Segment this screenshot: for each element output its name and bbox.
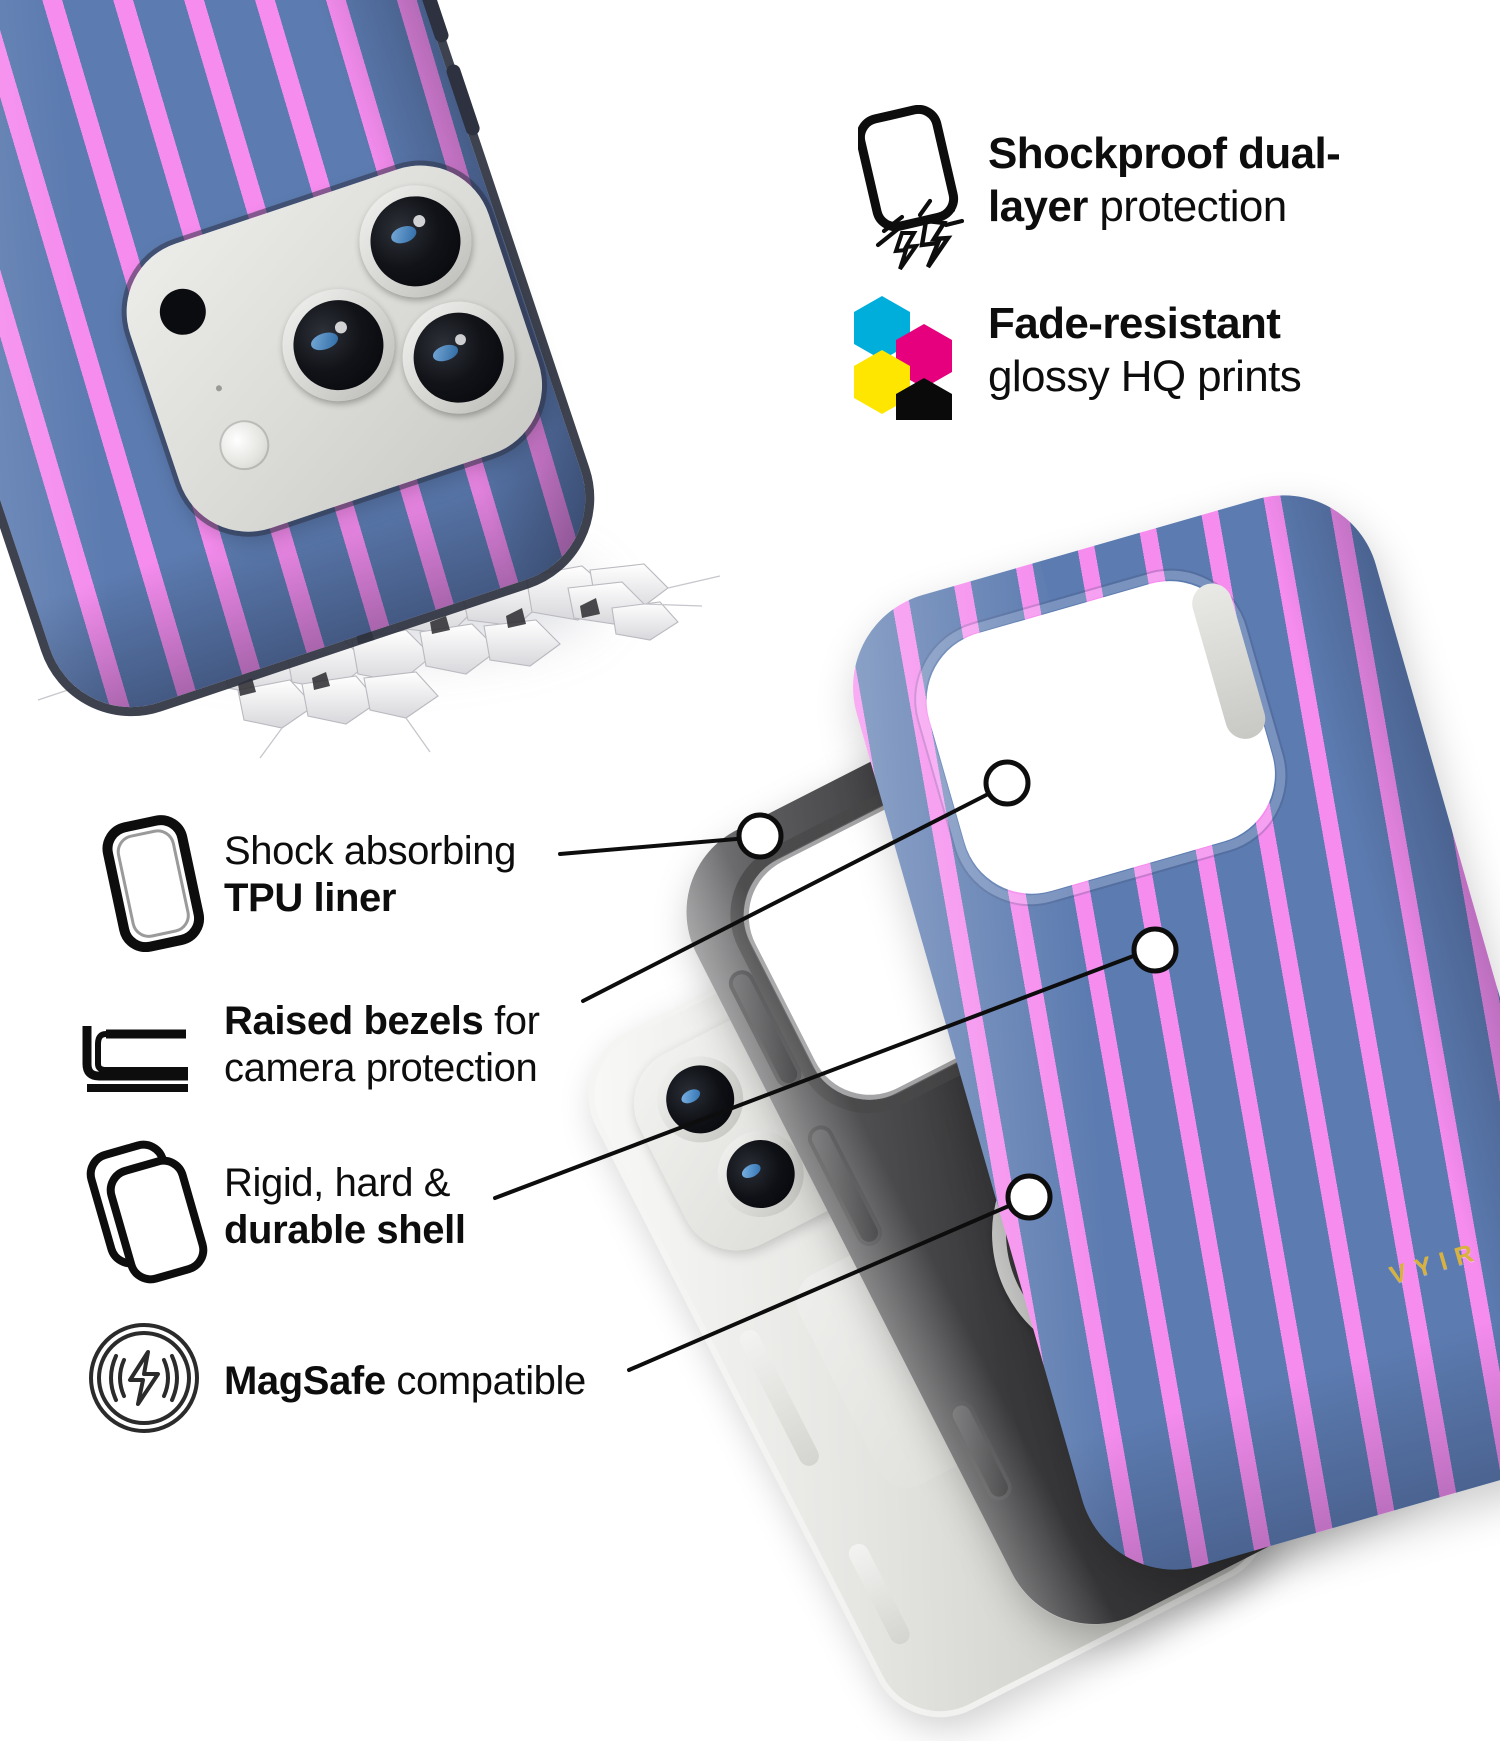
feature-fade-line2: glossy HQ prints: [988, 351, 1302, 401]
exploded-case-scene: VYIR: [564, 472, 1500, 1741]
magsafe-icon: [86, 1320, 202, 1436]
feature-shell-line1: Rigid, hard &: [224, 1161, 451, 1205]
feature-magsafe-text: MagSafe compatible: [224, 1358, 644, 1405]
camera-lens-wide: [267, 274, 410, 417]
feature-shell-line2: durable shell: [224, 1208, 466, 1253]
feature-bezel-line1-normal: for: [483, 999, 540, 1043]
microphone-pinhole: [215, 384, 223, 393]
cmyk-hexagons-icon: [852, 292, 980, 442]
feature-shockproof-line2-bold: layer: [988, 181, 1088, 231]
hard-shell-icon: [86, 1138, 216, 1288]
camera-flash: [212, 413, 276, 477]
feature-bezel-line2: camera protection: [224, 1046, 538, 1091]
tpu-liner-icon: [95, 812, 217, 953]
dropped-phone-scene: [0, 0, 740, 760]
camera-lens-ultrawide: [387, 286, 530, 429]
feature-fade-resistant-text: Fade-resistant glossy HQ prints: [988, 298, 1418, 404]
phone-impact-icon: [855, 104, 988, 285]
feature-shockproof-line1: Shockproof dual-: [988, 129, 1341, 178]
feature-durable-shell-text: Rigid, hard & durable shell: [224, 1160, 584, 1254]
raised-bezel-profile-icon: [76, 1012, 206, 1102]
feature-shockproof-text: Shockproof dual- layer protection: [988, 128, 1418, 234]
camera-lens-telephoto: [344, 170, 487, 313]
feature-fade-line1: Fade-resistant: [988, 299, 1281, 348]
feature-tpu-line2: TPU liner: [224, 876, 396, 921]
feature-magsafe-bold: MagSafe: [224, 1359, 386, 1403]
lidar-sensor: [153, 282, 212, 341]
feature-tpu-line1: Shock absorbing: [224, 829, 516, 873]
feature-bezel-line1-bold: Raised bezels: [224, 999, 484, 1043]
feature-shockproof-line2-normal: protection: [1087, 181, 1287, 231]
feature-tpu-liner-text: Shock absorbing TPU liner: [224, 828, 584, 922]
feature-raised-bezels-text: Raised bezels for camera protection: [224, 998, 604, 1092]
feature-magsafe-normal: compatible: [385, 1359, 586, 1403]
